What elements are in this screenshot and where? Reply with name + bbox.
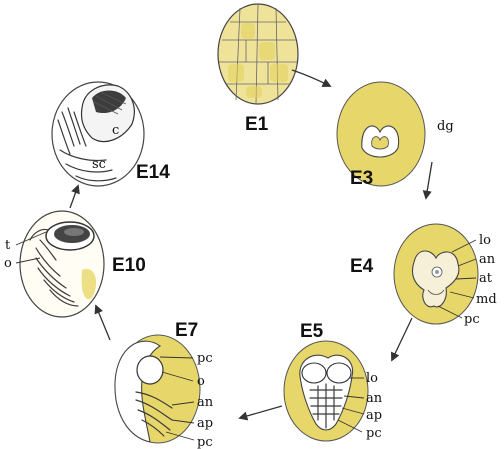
label-e5-ap: ap bbox=[366, 408, 382, 423]
label-e4-lo: lo bbox=[479, 233, 491, 248]
label-e7-pc2: pc bbox=[197, 435, 213, 449]
stage-label-e5: E5 bbox=[300, 321, 324, 342]
arrow-e1-e3 bbox=[292, 70, 330, 86]
stage-label-e3: E3 bbox=[350, 168, 373, 189]
label-e14-c: c bbox=[112, 123, 119, 138]
stage-label-e10: E10 bbox=[112, 255, 146, 276]
label-e4-pc: pc bbox=[464, 312, 480, 327]
label-e10-t: t bbox=[5, 238, 11, 253]
arrow-e3-e4 bbox=[426, 162, 432, 198]
label-e14-sc: sc bbox=[92, 157, 106, 172]
arrow-e10-e14 bbox=[70, 186, 78, 208]
label-e7-ap: ap bbox=[197, 416, 213, 431]
stage-label-e4: E4 bbox=[350, 256, 374, 277]
label-e4-an: an bbox=[479, 252, 496, 267]
embryo-e1 bbox=[218, 4, 298, 104]
label-e5-an: an bbox=[366, 391, 383, 406]
arrow-e4-e5 bbox=[392, 318, 412, 360]
arrow-e7-e10 bbox=[96, 306, 110, 340]
stage-label-e7: E7 bbox=[175, 320, 198, 341]
label-e7-o: o bbox=[197, 374, 205, 389]
embryo-e7 bbox=[115, 335, 200, 443]
label-e4-at: at bbox=[479, 271, 493, 286]
label-e3-dg: dg bbox=[437, 119, 454, 134]
embryo-e5 bbox=[284, 341, 368, 441]
embryo-e10 bbox=[20, 211, 104, 317]
arrow-e5-e7 bbox=[240, 406, 282, 418]
label-e7-an: an bbox=[197, 395, 214, 410]
label-e5-lo: lo bbox=[366, 371, 378, 386]
label-e7-pc: pc bbox=[197, 351, 213, 366]
label-e10-o: o bbox=[4, 256, 12, 271]
stage-label-e14: E14 bbox=[136, 162, 170, 183]
label-e4-md: md bbox=[476, 292, 497, 307]
stage-label-e1: E1 bbox=[245, 114, 269, 135]
label-e5-pc: pc bbox=[366, 426, 382, 441]
embryo-e4 bbox=[394, 224, 478, 324]
